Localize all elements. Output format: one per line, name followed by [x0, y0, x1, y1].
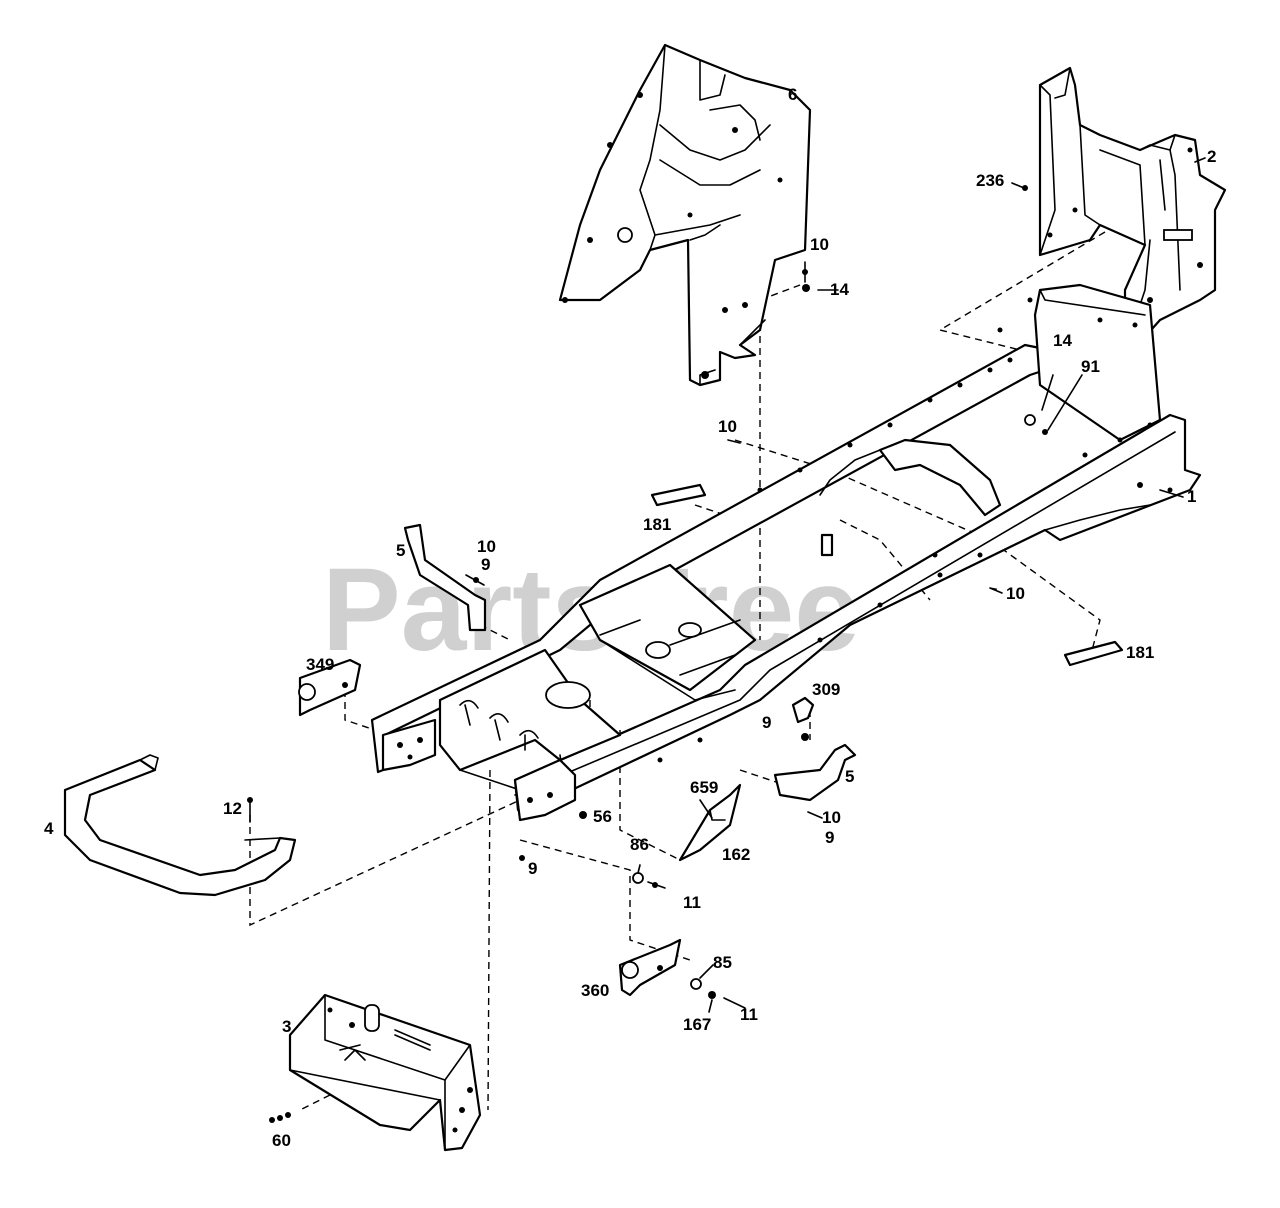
callout-3: 3 — [282, 1017, 291, 1036]
callouts: 6 2 236 10 14 14 91 10 1 181 5 10 9 10 1… — [44, 85, 1216, 1150]
callout-12: 12 — [223, 799, 242, 818]
part-6-dash-bracket[interactable] — [558, 43, 812, 387]
part-5-right-bracket[interactable] — [773, 743, 857, 802]
part-162-plate[interactable] — [678, 783, 742, 862]
callout-60: 60 — [272, 1131, 291, 1150]
part-309-clip[interactable] — [791, 696, 815, 724]
callout-10: 10 — [718, 417, 737, 436]
callout-659: 659 — [690, 778, 718, 797]
callout-4: 4 — [44, 819, 54, 838]
part-4-front-bumper[interactable] — [63, 754, 297, 897]
callout-2: 2 — [1207, 147, 1216, 166]
callout-9: 9 — [528, 859, 537, 878]
callout-181: 181 — [1126, 643, 1154, 662]
callout-10: 10 — [477, 537, 496, 556]
part-360-bracket[interactable] — [618, 938, 682, 997]
part-2-rear-bracket[interactable] — [1038, 66, 1227, 350]
fasteners — [247, 182, 1048, 1123]
callout-167: 167 — [683, 1015, 711, 1034]
callout-10: 10 — [810, 235, 829, 254]
callout-56: 56 — [593, 807, 612, 826]
part-349-bracket[interactable] — [298, 658, 362, 717]
part-5-left-bracket[interactable] — [403, 523, 487, 632]
callout-6: 6 — [788, 85, 797, 104]
callout-5: 5 — [396, 541, 405, 560]
part-181-strip-upper[interactable] — [650, 483, 707, 507]
callout-162: 162 — [722, 845, 750, 864]
part-3-battery-tray[interactable] — [288, 993, 482, 1152]
callout-360: 360 — [581, 981, 609, 1000]
leader-lines — [637, 157, 1206, 1013]
callout-9: 9 — [825, 828, 834, 847]
callout-11: 11 — [683, 893, 701, 912]
callout-14: 14 — [830, 280, 849, 299]
callout-181: 181 — [643, 515, 671, 534]
callout-5: 5 — [845, 767, 854, 786]
callout-11: 11 — [740, 1005, 758, 1024]
callout-10: 10 — [822, 808, 841, 827]
callout-10: 10 — [1006, 584, 1025, 603]
callout-91: 91 — [1081, 357, 1100, 376]
callout-14: 14 — [1053, 331, 1072, 350]
callout-86: 86 — [630, 835, 649, 854]
callout-9: 9 — [481, 555, 490, 574]
callout-236: 236 — [976, 171, 1004, 190]
callout-349: 349 — [306, 655, 334, 674]
callout-9: 9 — [762, 713, 771, 732]
callout-1: 1 — [1187, 487, 1196, 506]
part-181-strip-lower[interactable] — [1063, 640, 1124, 667]
callout-309: 309 — [812, 680, 840, 699]
callout-85: 85 — [713, 953, 732, 972]
